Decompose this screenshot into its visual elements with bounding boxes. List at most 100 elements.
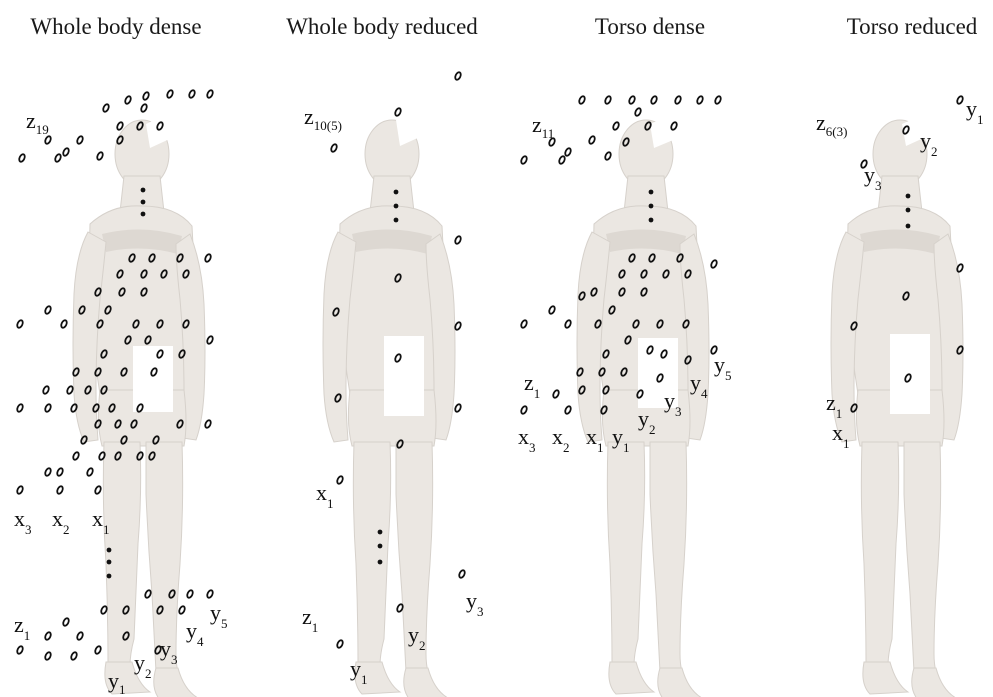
sensor-marker [564, 147, 572, 156]
sensor-marker [142, 91, 150, 100]
label-x2: x2 [52, 506, 70, 537]
sensor-marker [44, 651, 52, 660]
panel-title-torso-dense: Torso dense [595, 14, 705, 39]
sensor-marker [394, 107, 402, 116]
sensor-marker [588, 135, 596, 144]
sensor-marker [124, 95, 132, 104]
sensor-marker [564, 405, 572, 414]
sensor-marker [94, 485, 102, 494]
axis-dot [649, 218, 654, 223]
label-y3: y3 [466, 588, 484, 619]
axis-dot [107, 574, 112, 579]
sensor-marker [206, 335, 214, 344]
sensor-marker [634, 107, 642, 116]
sensor-marker [16, 319, 24, 328]
sensor-marker [16, 485, 24, 494]
sensor-marker [520, 405, 528, 414]
label-y4: y4 [186, 618, 204, 649]
sensor-marker [144, 589, 152, 598]
label-z1: z1 [302, 604, 318, 635]
axis-dot [906, 194, 911, 199]
sensor-marker [116, 121, 124, 130]
sensor-marker [72, 451, 80, 460]
label-z1: z1 [524, 370, 540, 401]
sensor-marker [18, 153, 26, 162]
panel-title-whole-body-reduced: Whole body reduced [286, 14, 478, 39]
sensor-marker [16, 645, 24, 654]
sensor-marker [454, 321, 462, 330]
sensor-marker [102, 103, 110, 112]
axis-dot [141, 200, 146, 205]
axis-dot [394, 218, 399, 223]
sensor-marker [558, 155, 566, 164]
sensor-marker [710, 259, 718, 268]
panel-title-torso-reduced: Torso reduced [847, 14, 978, 39]
label-y1: y1 [966, 96, 984, 127]
axis-dot [378, 544, 383, 549]
axis-dot [394, 190, 399, 195]
axis-dot [649, 190, 654, 195]
sensor-marker [454, 71, 462, 80]
sensor-marker [564, 319, 572, 328]
axis-dot [107, 548, 112, 553]
sensor-marker [628, 95, 636, 104]
axis-dot [906, 208, 911, 213]
axis-dot [394, 204, 399, 209]
label-x3: x3 [518, 424, 536, 455]
sensor-marker [520, 155, 528, 164]
sensor-marker [204, 253, 212, 262]
panel-title-whole-body-dense: Whole body dense [30, 14, 201, 39]
sensor-marker [612, 121, 620, 130]
label-x1: x1 [316, 480, 334, 511]
sensor-marker [166, 89, 174, 98]
sensor-marker [696, 95, 704, 104]
label-y5: y5 [210, 600, 228, 631]
sensor-marker [60, 319, 68, 328]
sensor-marker [56, 467, 64, 476]
sensor-marker [454, 403, 462, 412]
sensor-marker [336, 475, 344, 484]
sensor-marker [458, 569, 466, 578]
sensor-marker [604, 151, 612, 160]
sensor-marker [552, 389, 560, 398]
sensor-marker [96, 151, 104, 160]
sensor-marker [76, 631, 84, 640]
sensor-marker [70, 651, 78, 660]
label-z19: z19 [26, 108, 49, 137]
sensor-marker [650, 95, 658, 104]
sensor-marker [66, 385, 74, 394]
sensor-marker [54, 153, 62, 162]
axis-dot [107, 560, 112, 565]
label-z10: z10(5) [304, 104, 342, 133]
sensor-marker [188, 89, 196, 98]
sensor-marker [454, 235, 462, 244]
sensor-marker [76, 135, 84, 144]
axis-dot [906, 224, 911, 229]
sensor-marker [62, 617, 70, 626]
sensor-marker [16, 403, 24, 412]
sensor-marker [86, 467, 94, 476]
sensor-marker [100, 605, 108, 614]
sensor-marker [604, 95, 612, 104]
sensor-marker [548, 305, 556, 314]
sensor-marker [956, 95, 964, 104]
sensor-marker [42, 385, 50, 394]
axis-dot [141, 188, 146, 193]
sensor-marker [336, 639, 344, 648]
label-y5: y5 [714, 352, 732, 383]
sensor-marker [44, 467, 52, 476]
sensor-marker [206, 589, 214, 598]
sensor-marker [62, 147, 70, 156]
sensor-marker [178, 605, 186, 614]
label-x2: x2 [552, 424, 570, 455]
sensor-marker [44, 403, 52, 412]
sensor-marker [140, 103, 148, 112]
label-x3: x3 [14, 506, 32, 537]
sensor-marker [204, 419, 212, 428]
label-z6: z6(3) [816, 110, 847, 139]
sensor-marker [186, 589, 194, 598]
sensor-marker [714, 95, 722, 104]
sensor-marker [674, 95, 682, 104]
